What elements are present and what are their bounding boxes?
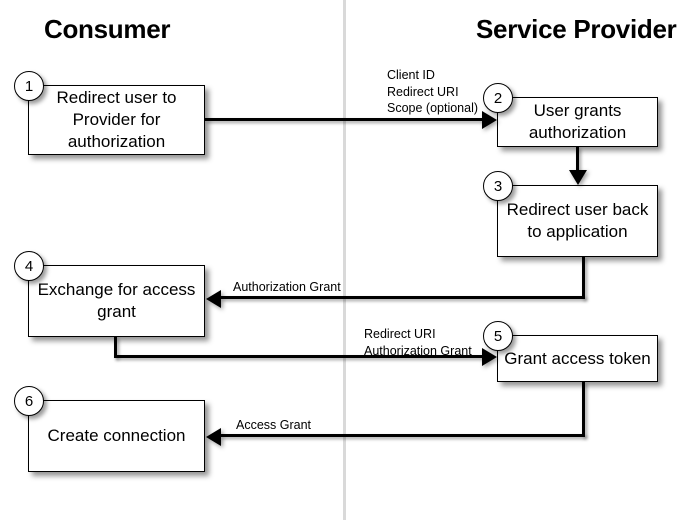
- node-2-user-grants-authorization: User grants authorization: [497, 97, 658, 147]
- node-6-create-connection: Create connection: [28, 400, 205, 472]
- lane-title-consumer: Consumer: [44, 14, 171, 44]
- node-5-number: 5: [493, 327, 503, 345]
- edge-1-to-2-line: [205, 118, 482, 121]
- node-4-label: Exchange for access grant: [37, 280, 196, 321]
- node-3-number: 3: [493, 177, 503, 195]
- node-4-number: 4: [24, 257, 34, 275]
- edge-5-to-6-label: Access Grant: [236, 417, 311, 434]
- lane-divider: [343, 0, 346, 520]
- edge-1-to-2-arrowhead: [482, 110, 497, 129]
- edge-5-to-6-horizontal-segment: [220, 434, 585, 437]
- edge-3-to-4-horizontal-segment: [220, 296, 585, 299]
- edge-4-to-5-label-line-1: Redirect URI: [364, 327, 436, 341]
- edge-1-to-2-label-line-1: Client ID: [387, 68, 435, 82]
- edge-4-to-5-arrowhead: [482, 347, 497, 366]
- node-4-exchange-for-access-grant: Exchange for access grant: [28, 265, 205, 337]
- edge-4-to-5-horizontal-segment: [114, 355, 482, 358]
- edge-1-to-2-label-line-3: Scope (optional): [387, 101, 479, 116]
- edge-3-to-4-label: Authorization Grant: [233, 279, 341, 296]
- edge-3-to-4-vertical-segment: [582, 257, 585, 299]
- node-4-badge: 4: [14, 251, 44, 281]
- node-6-badge: 6: [14, 386, 44, 416]
- node-5-badge: 5: [483, 321, 513, 351]
- edge-2-to-3-arrowhead: [568, 170, 587, 185]
- node-5-grant-access-token: Grant access token: [497, 335, 658, 382]
- edge-4-to-5-label: Redirect URI Authorization Grant: [364, 326, 472, 359]
- node-2-number: 2: [493, 89, 503, 107]
- node-1-badge: 1: [14, 71, 44, 101]
- node-3-badge: 3: [483, 171, 513, 201]
- edge-5-to-6-arrowhead: [206, 427, 221, 446]
- edge-1-to-2-label: Client ID Redirect URI Scope (optional): [387, 67, 478, 117]
- node-5-label: Grant access token: [504, 348, 651, 368]
- edge-5-to-6-vertical-segment: [582, 382, 585, 437]
- node-3-redirect-user-back-to-application: Redirect user back to application: [497, 185, 658, 257]
- edge-4-to-5-vertical-segment: [114, 337, 117, 358]
- edge-1-to-2-label-line-2: Redirect URI: [387, 84, 459, 99]
- edge-2-to-3-line: [576, 147, 579, 171]
- node-2-badge: 2: [483, 83, 513, 113]
- node-1-number: 1: [24, 77, 34, 95]
- edge-3-to-4-label-text: Authorization Grant: [233, 280, 341, 294]
- lane-title-service-provider: Service Provider: [476, 14, 677, 44]
- node-1-label: Redirect user to Provider for authorizat…: [56, 88, 177, 151]
- edge-4-to-5-label-line-2: Authorization Grant: [364, 343, 472, 358]
- edge-3-to-4-arrowhead: [206, 289, 221, 308]
- node-6-label: Create connection: [47, 426, 186, 446]
- node-1-redirect-user-to-provider: Redirect user to Provider for authorizat…: [28, 85, 205, 155]
- edge-5-to-6-label-text: Access Grant: [236, 418, 312, 432]
- node-3-label: Redirect user back to application: [506, 200, 649, 241]
- node-2-label: User grants authorization: [528, 101, 627, 142]
- node-6-number: 6: [24, 392, 34, 410]
